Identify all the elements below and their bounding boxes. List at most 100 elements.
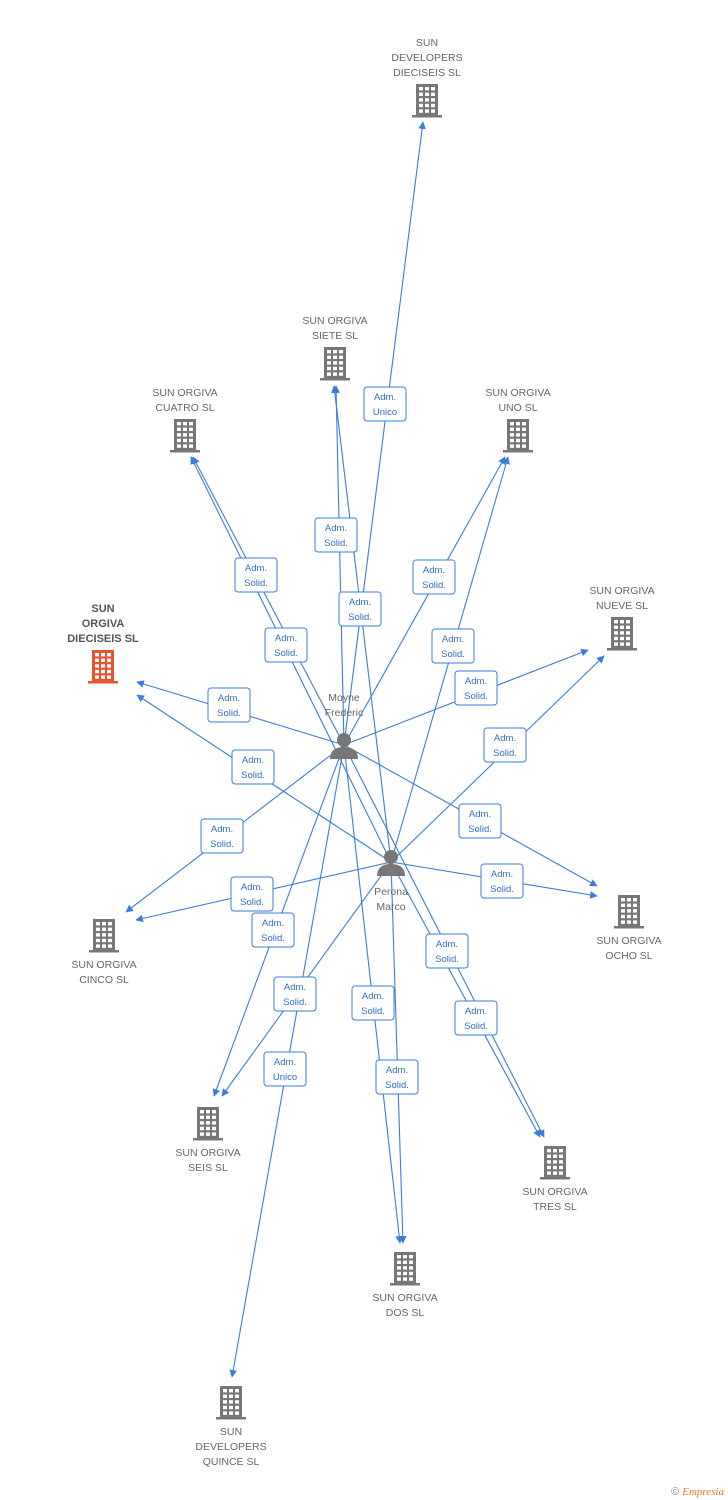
building-icon	[607, 617, 637, 651]
edge-label-p1-c_cuatro[interactable]: Adm.Solid.	[234, 557, 278, 593]
edge-label-text: Adm.	[325, 523, 347, 534]
edge-label-p1-c_dev16[interactable]: Adm.Unico	[363, 386, 407, 422]
edge-label-p1-c_ocho[interactable]: Adm.Solid.	[458, 803, 502, 839]
edge-label-text: Solid.	[490, 884, 514, 895]
edge-p1-c_dev16	[343, 121, 426, 746]
edge-p2-c_dos	[390, 861, 407, 1244]
person-icon	[330, 733, 358, 759]
brand-logo[interactable]: Empresia	[682, 1486, 724, 1498]
edge-label-text: Adm.	[275, 633, 297, 644]
edge-label-text: Adm.	[442, 634, 464, 645]
edge-label-text: Solid.	[464, 691, 488, 702]
edge-label-p2-c_tres[interactable]: Adm. Solid.	[454, 1000, 498, 1036]
edge-label-text: Adm.	[494, 733, 516, 744]
edge-label-p2-c_cinco[interactable]: Adm.Solid.	[230, 876, 274, 912]
node-label: Frederic	[325, 707, 364, 719]
node-label: SUN ORGIVA	[485, 387, 550, 399]
edge-label-p2-c_nueve[interactable]: Adm. Solid.	[483, 727, 527, 763]
node-label: OCHO SL	[605, 950, 652, 962]
edge-label-p1-c_cinco[interactable]: Adm.Solid.	[200, 818, 244, 854]
edge-labels-layer: Adm.UnicoAdm.Solid.Adm.Solid.Adm.Solid.A…	[200, 386, 527, 1095]
edge-label-text: Adm.	[491, 869, 513, 880]
node-label: SIETE SL	[312, 330, 358, 342]
edge-label-p1-c_dos[interactable]: Adm. Solid.	[351, 985, 395, 1021]
node-label: DEVELOPERS	[195, 1441, 266, 1453]
edge-label-text: Adm.	[211, 824, 233, 835]
edge-label-text: Solid.	[441, 649, 465, 660]
edge-p1-c_siete	[332, 385, 345, 746]
edge-label-p1-c_siete[interactable]: Adm.Solid.	[314, 517, 358, 553]
edge-label-text: Adm.	[284, 982, 306, 993]
edge-label-p2-c_siete[interactable]: Adm. Solid.	[338, 591, 382, 627]
edge-label-text: Adm.	[262, 918, 284, 929]
edge-label-text: Solid.	[241, 770, 265, 781]
building-icon	[614, 895, 644, 929]
edge-label-text: Adm.	[362, 991, 384, 1002]
edge-label-text: Solid.	[385, 1080, 409, 1091]
building-icon	[193, 1107, 223, 1141]
edge-label-text: Adm.	[374, 392, 396, 403]
edge-label-box	[200, 818, 244, 854]
edge-label-text: Solid.	[464, 1021, 488, 1032]
edge-label-text: Adm.	[245, 563, 267, 574]
edge-label-box	[483, 727, 527, 763]
edge-label-p1-c_tres[interactable]: Adm.Solid.	[425, 933, 469, 969]
edge-label-text: Solid.	[493, 748, 517, 759]
node-label: Marco	[376, 901, 405, 913]
node-label: DOS SL	[386, 1307, 425, 1319]
edge-label-text: Adm.	[242, 755, 264, 766]
edge-label-text: Solid.	[435, 954, 459, 965]
edge-label-p2-c_dos[interactable]: Adm.Solid.	[375, 1059, 419, 1095]
edge-label-text: Solid.	[274, 648, 298, 659]
edge-label-text: Adm.	[465, 1006, 487, 1017]
edge-label-p2-c_16[interactable]: Adm. Solid.	[231, 749, 275, 785]
edge-label-p1-c_nueve[interactable]: Adm.Solid.	[454, 670, 498, 706]
company-node-c_seis[interactable]: SUN ORGIVA SEIS SL	[175, 1107, 241, 1174]
node-label: SUN ORGIVA	[175, 1147, 240, 1159]
building-icon	[320, 347, 350, 381]
node-label: TRES SL	[533, 1201, 577, 1213]
edge-label-text: Solid.	[422, 580, 446, 591]
node-label: SUN ORGIVA	[302, 315, 367, 327]
edge-label-box	[431, 628, 475, 664]
edge-label-p2-c_ocho[interactable]: Adm. Solid.	[480, 863, 524, 899]
edge-label-p1-c_16[interactable]: Adm.Solid.	[207, 687, 251, 723]
edge-label-text: Unico	[273, 1072, 297, 1083]
node-label: SEIS SL	[188, 1162, 228, 1174]
edge-p1-c_uno	[343, 456, 506, 746]
edge-p2-c_tres	[390, 861, 541, 1138]
company-node-c_siete[interactable]: SUN ORGIVA SIETE SL	[302, 315, 368, 381]
edge-label-box	[273, 976, 317, 1012]
building-icon	[216, 1386, 246, 1420]
edge-label-text: Adm.	[349, 597, 371, 608]
edge-label-text: Solid.	[283, 997, 307, 1008]
edge-label-p2-c_cuatro[interactable]: Adm. Solid.	[264, 627, 308, 663]
company-node-c_ocho[interactable]: SUN ORGIVA OCHO SL	[596, 895, 662, 962]
edge-label-box	[480, 863, 524, 899]
edge-label-text: Solid.	[348, 612, 372, 623]
edge-label-box	[314, 517, 358, 553]
edge-label-p1-c_seis[interactable]: Adm.Solid.	[251, 912, 295, 948]
edge-label-box	[264, 627, 308, 663]
node-label: SUN ORGIVA	[596, 935, 661, 947]
edge-label-p2-c_uno[interactable]: Adm. Solid.	[431, 628, 475, 664]
edge-label-text: Solid.	[361, 1006, 385, 1017]
edge-label-p1-c_uno[interactable]: Adm.Solid.	[412, 559, 456, 595]
node-label: QUINCE SL	[203, 1456, 260, 1468]
edge-label-p1-c_dev15[interactable]: Adm.Unico	[263, 1051, 307, 1087]
edge-label-p2-c_seis[interactable]: Adm. Solid.	[273, 976, 317, 1012]
edge-label-box	[454, 1000, 498, 1036]
node-label: Perona	[374, 886, 408, 898]
